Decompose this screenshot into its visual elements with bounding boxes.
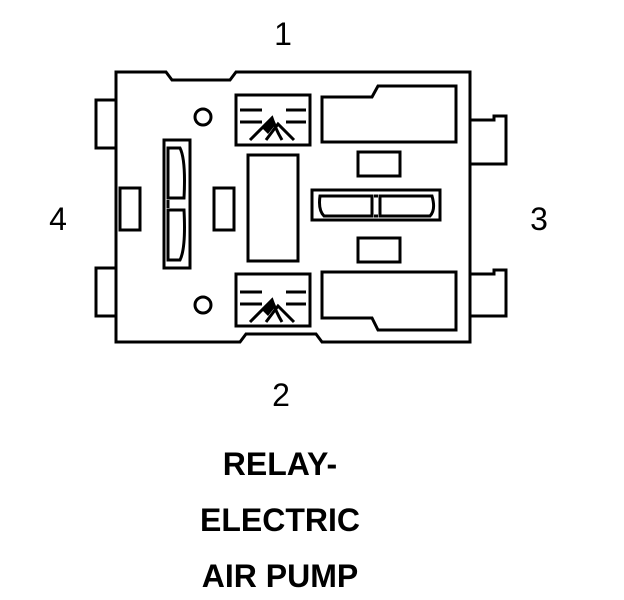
left-bottom-latch — [94, 266, 116, 318]
inner-slot — [212, 186, 236, 232]
pin-4-terminal-detail — [166, 146, 186, 262]
pin-1-label: 1 — [274, 16, 292, 52]
left-top-latch — [94, 98, 116, 150]
caption-line-3: AIR PUMP — [201, 558, 359, 594]
upper-small-square — [356, 150, 402, 178]
right-bottom-latch — [470, 268, 508, 318]
right-top-latch — [470, 114, 508, 166]
mounting-hole-bottom — [193, 295, 213, 315]
pin-4-label: 4 — [49, 201, 67, 237]
relay-connector-diagram: 1 2 3 4 — [49, 16, 548, 413]
pin-1-terminal-fill — [262, 116, 276, 134]
bottom-right-cavity — [320, 270, 458, 332]
pin-3-label: 3 — [530, 201, 548, 237]
caption-line-1: RELAY- — [222, 446, 338, 482]
lower-small-square — [356, 236, 402, 264]
mounting-hole-top — [193, 107, 213, 127]
connector-body — [114, 70, 472, 344]
left-edge-slot — [118, 186, 142, 232]
pin-3-terminal — [310, 188, 442, 222]
pin-2-terminal — [234, 272, 312, 328]
pin-1-terminal — [234, 93, 312, 147]
pin-2-terminal-fill — [262, 298, 276, 316]
pin-2-label: 2 — [272, 377, 290, 413]
pin-3-terminal-detail — [318, 194, 436, 218]
pin-1-terminal-clip — [240, 108, 306, 142]
caption-line-2: ELECTRIC — [200, 502, 360, 538]
center-block — [246, 153, 300, 263]
pin-2-terminal-clip — [240, 290, 306, 324]
pin-4-terminal — [162, 138, 192, 270]
top-right-cavity — [320, 84, 458, 144]
